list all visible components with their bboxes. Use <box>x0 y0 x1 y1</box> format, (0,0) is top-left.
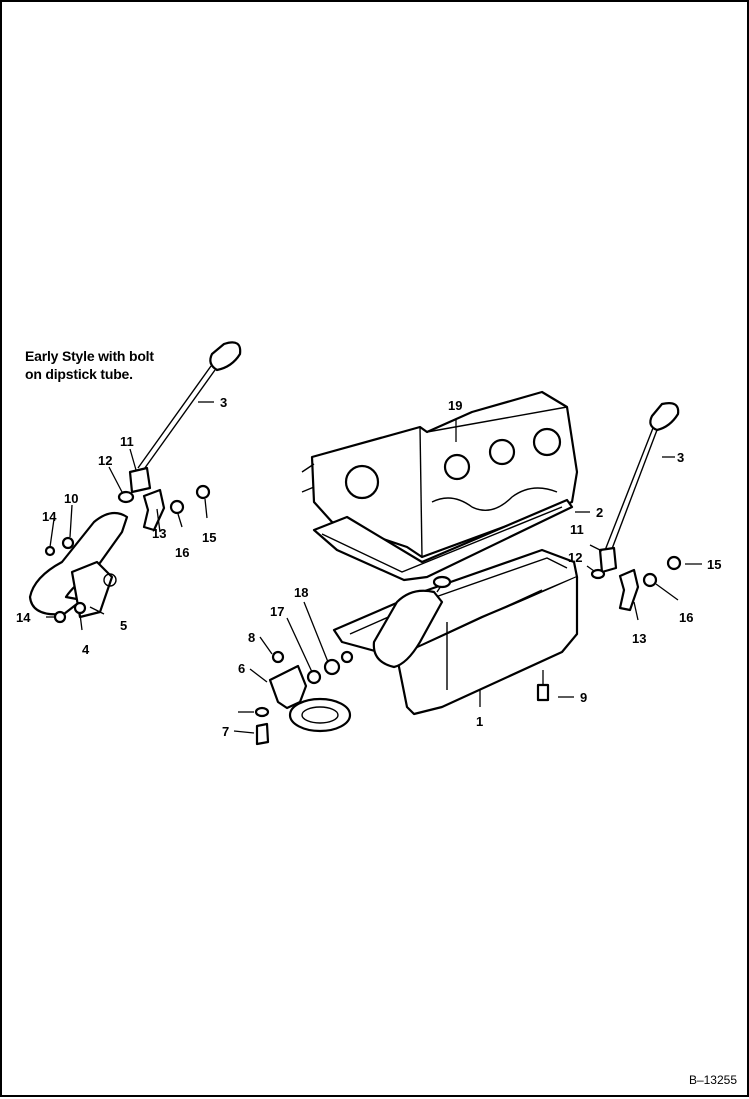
caption-line-1: Early Style with bolt <box>25 348 154 364</box>
early-style-caption: Early Style with bolt on dipstick tube. <box>25 347 154 383</box>
figure-number: B–13255 <box>688 1073 737 1087</box>
callout-7: 7 <box>222 724 229 739</box>
callout-11-left: 11 <box>120 434 134 449</box>
callout-18: 18 <box>294 585 308 600</box>
callout-19: 19 <box>448 398 462 413</box>
callout-2: 2 <box>596 505 603 520</box>
callout-16-left: 16 <box>175 545 189 560</box>
callout-11-right: 11 <box>570 522 584 537</box>
callout-labels: 3 11 12 10 14 13 16 15 14 5 4 19 3 2 11 … <box>16 395 721 739</box>
callout-6: 6 <box>238 661 245 676</box>
oil-pan-gasket <box>312 498 574 582</box>
callout-5: 5 <box>120 618 127 633</box>
engine-block <box>301 390 579 559</box>
caption-line-2: on dipstick tube. <box>25 366 133 382</box>
callout-3-left: 3 <box>220 395 227 410</box>
dipstick-right <box>601 402 680 563</box>
callout-3-right: 3 <box>677 450 684 465</box>
callout-16-right: 16 <box>679 610 693 625</box>
callout-14-lower: 14 <box>16 610 31 625</box>
callout-8: 8 <box>248 630 255 645</box>
early-style-tube <box>28 466 211 624</box>
callout-15-left: 15 <box>202 530 216 545</box>
callout-13-right: 13 <box>632 631 646 646</box>
callout-15-right: 15 <box>707 557 721 572</box>
callout-17: 17 <box>270 604 284 619</box>
callout-9: 9 <box>580 690 587 705</box>
callout-1: 1 <box>476 714 483 729</box>
callout-12-right: 12 <box>568 550 582 565</box>
callout-14-upper: 14 <box>42 509 57 524</box>
dipstick-left <box>137 341 242 473</box>
oil-strainer <box>254 650 354 746</box>
leader-lines <box>46 401 702 734</box>
callout-12-left: 12 <box>98 453 112 468</box>
right-hardware <box>590 546 682 612</box>
callout-4: 4 <box>82 642 90 657</box>
callout-10: 10 <box>64 491 78 506</box>
drain-plug <box>536 670 550 702</box>
callout-13-left: 13 <box>152 526 166 541</box>
dipstick-tube-right <box>372 575 452 669</box>
